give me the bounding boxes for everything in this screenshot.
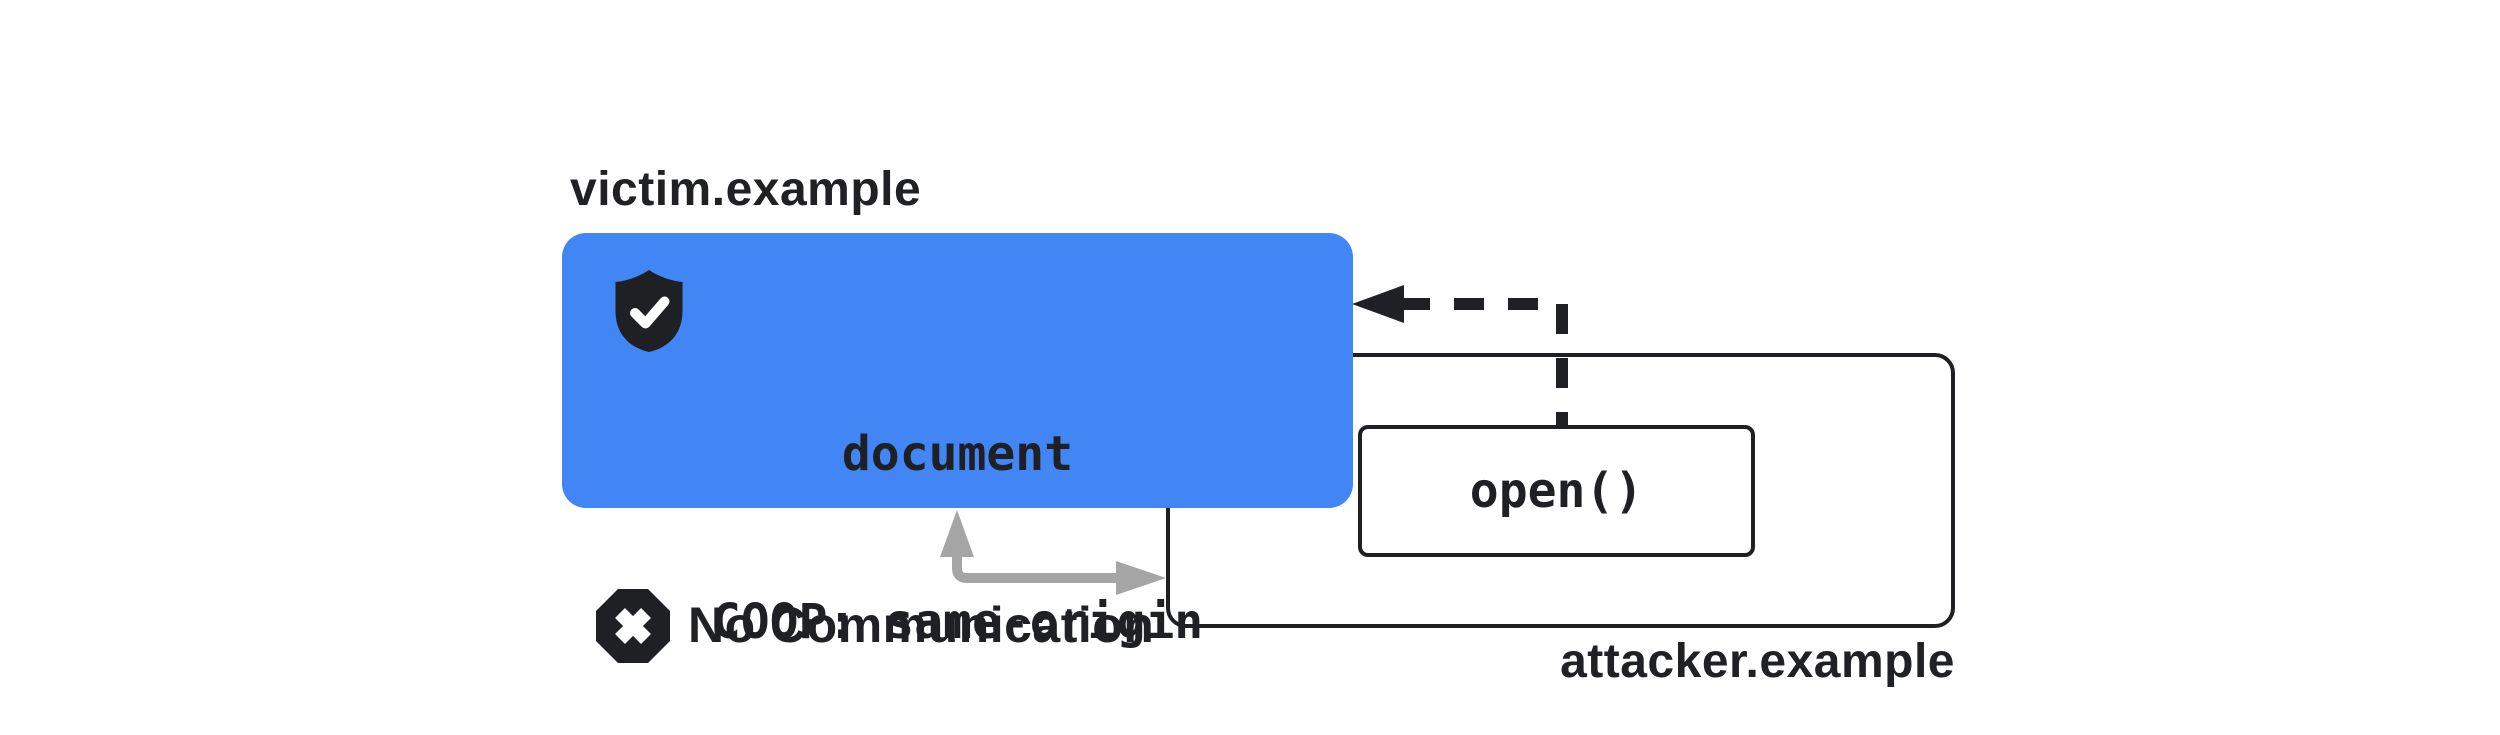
victim-box-code-text: document COOP: same-origin xyxy=(562,314,1353,735)
shield-check-icon xyxy=(615,270,683,352)
open-call-text: open() xyxy=(1469,463,1644,519)
victim-domain-label: victim.example xyxy=(570,163,922,216)
no-communication-label: No Communication xyxy=(688,597,1155,653)
document-text: document xyxy=(841,426,1074,482)
dashed-arrowhead-left xyxy=(1352,285,1404,323)
victim-document-box: document COOP: same-origin xyxy=(562,233,1353,650)
x-octagon-icon xyxy=(596,589,670,663)
open-call-box: open() xyxy=(1358,425,1755,557)
attacker-domain-label: attacker.example xyxy=(1560,635,1955,688)
coop-policy-text: COOP: same-origin xyxy=(711,594,1204,650)
